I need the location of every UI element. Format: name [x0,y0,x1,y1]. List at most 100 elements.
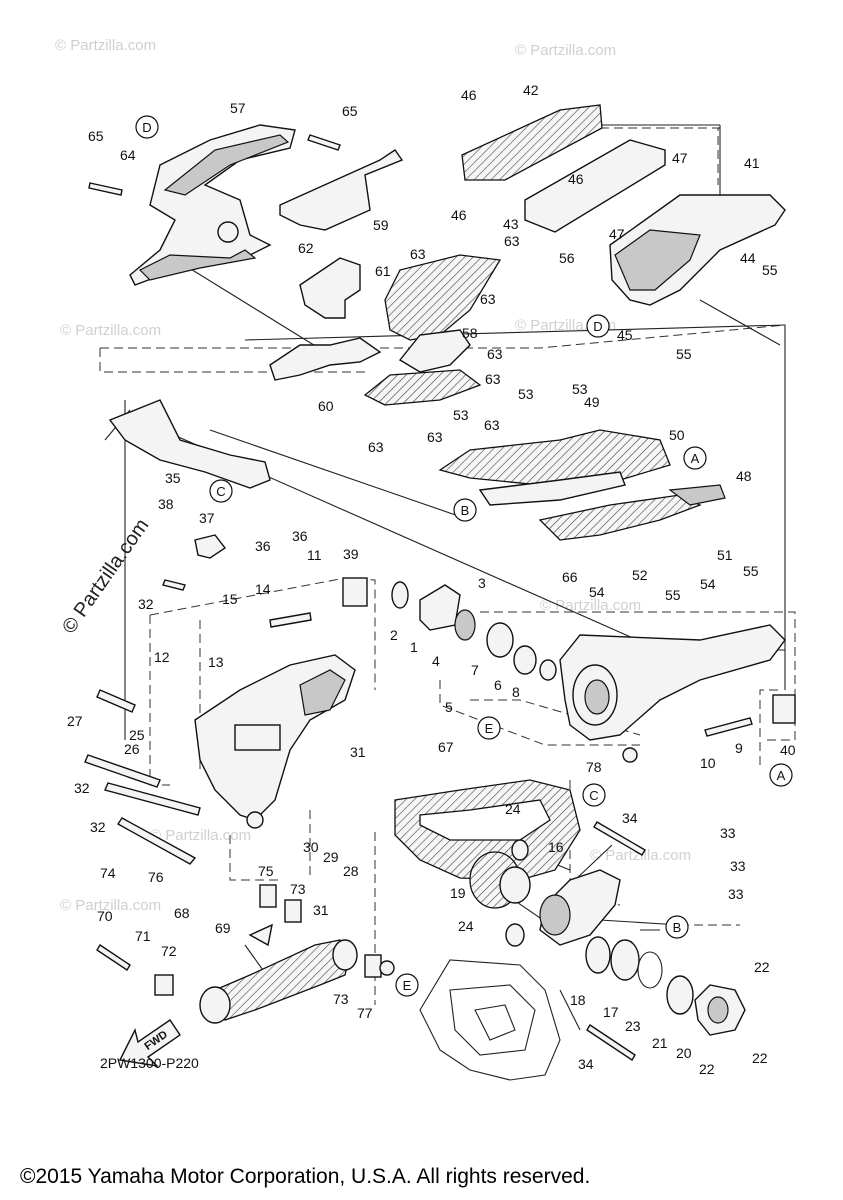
part-number-label: 63 [487,346,503,362]
part-number-label: 68 [174,905,190,921]
svg-text:E: E [485,721,494,736]
bearing-18 [585,936,611,974]
part-number-label: 24 [458,918,474,934]
tray-50 [438,429,726,541]
part-number-label: 33 [730,858,746,874]
part-number-label: 45 [617,327,633,343]
bracket-59 [279,149,404,231]
part-number-label: 24 [505,801,521,817]
part-number-label: 29 [323,849,339,865]
svg-text:C: C [216,484,225,499]
part-number-label: 55 [676,346,692,362]
part-number-label: 71 [135,928,151,944]
part-number-label: 64 [120,147,136,163]
part-number-label: 74 [100,865,116,881]
reference-marker: B [665,915,689,939]
part-number-label: 47 [672,150,688,166]
part-number-label: 3 [478,575,486,591]
watermark: © Partzilla.com [515,42,616,59]
part-number-label: 55 [743,563,759,579]
part-number-label: 33 [720,825,736,841]
watermark: © Partzilla.com [590,847,691,864]
svg-text:A: A [777,768,786,783]
diagram-reference-code: 2PW1300-P220 [100,1055,199,1071]
part-number-label: 50 [669,427,685,443]
watermark: © Partzilla.com [55,37,156,54]
block-39 [342,577,368,607]
reference-marker: C [582,783,606,807]
part-number-label: 78 [586,759,602,775]
part-number-label: 53 [572,381,588,397]
bearing-17 [610,939,640,981]
watermark: © Partzilla.com [60,322,161,339]
watermark-layer: © Partzilla.com © Partzilla.com © Partzi… [55,37,691,914]
svg-text:E: E [403,978,412,993]
part-number-label: 22 [754,959,770,975]
part-number-label: 77 [357,1005,373,1021]
part-number-label: 21 [652,1035,668,1051]
part-number-label: 53 [518,386,534,402]
bracket-60 [269,337,382,381]
part-number-label: 32 [138,596,154,612]
reference-marker: A [683,446,707,470]
washer-77 [379,960,395,976]
copyright-notice: ©2015 Yamaha Motor Corporation, U.S.A. A… [20,1165,590,1188]
part-number-label: 48 [736,468,752,484]
svg-text:B: B [461,503,470,518]
part-number-label: 20 [676,1045,692,1061]
part-number-label: 10 [700,755,716,771]
part-number-label: 54 [589,584,605,600]
part-number-label: 51 [717,547,733,563]
rear-shock-68 [199,923,358,1024]
part-number-label: 57 [230,100,246,116]
part-number-label: 42 [523,82,539,98]
swingarm-bracket [194,654,356,829]
part-number-label: 19 [450,885,466,901]
part-number-label: 12 [154,649,170,665]
part-number-label: 61 [375,263,391,279]
engine-case-fragment [419,959,561,1081]
bracket-43 [524,139,666,233]
block-40 [772,694,796,724]
part-number-label: 63 [485,371,501,387]
partzilla-watermark: © Partzilla.com [58,515,153,638]
part-number-label: 5 [445,699,453,715]
part-number-label: 31 [350,744,366,760]
part-number-label: 14 [255,581,271,597]
part-number-label: 1 [410,639,418,655]
collar-72 [154,974,174,996]
part-number-label: 9 [735,740,743,756]
stay-35 [108,399,271,489]
part-number-label: 67 [438,739,454,755]
part-number-label: 33 [728,886,744,902]
part-number-label: 56 [559,250,575,266]
part-number-label: 73 [333,991,349,1007]
part-number-label: 32 [90,819,106,835]
part-number-label: 46 [568,171,584,187]
flange-20 [694,984,746,1036]
collar-24 [511,839,529,861]
collar-73 [364,954,382,978]
part-number-label: 39 [343,546,359,562]
reference-marker: B [453,498,477,522]
part-number-label: 62 [298,240,314,256]
circlip-23 [637,951,663,989]
part-number-label: 13 [208,654,224,670]
part-number-label: 46 [461,87,477,103]
part-number-label: 31 [313,902,329,918]
part-number-label: 58 [462,325,478,341]
part-number-label: 73 [290,881,306,897]
part-number-label: 47 [609,226,625,242]
bearing-set [391,581,638,763]
svg-text:C: C [589,788,598,803]
part-number-label: 65 [88,128,104,144]
part-number-label: 35 [165,470,181,486]
part-number-label: 25 [129,727,145,743]
bolts [84,134,753,1061]
part-number-label: 37 [199,510,215,526]
part-number-label: 59 [373,217,389,233]
part-number-label: 18 [570,992,586,1008]
